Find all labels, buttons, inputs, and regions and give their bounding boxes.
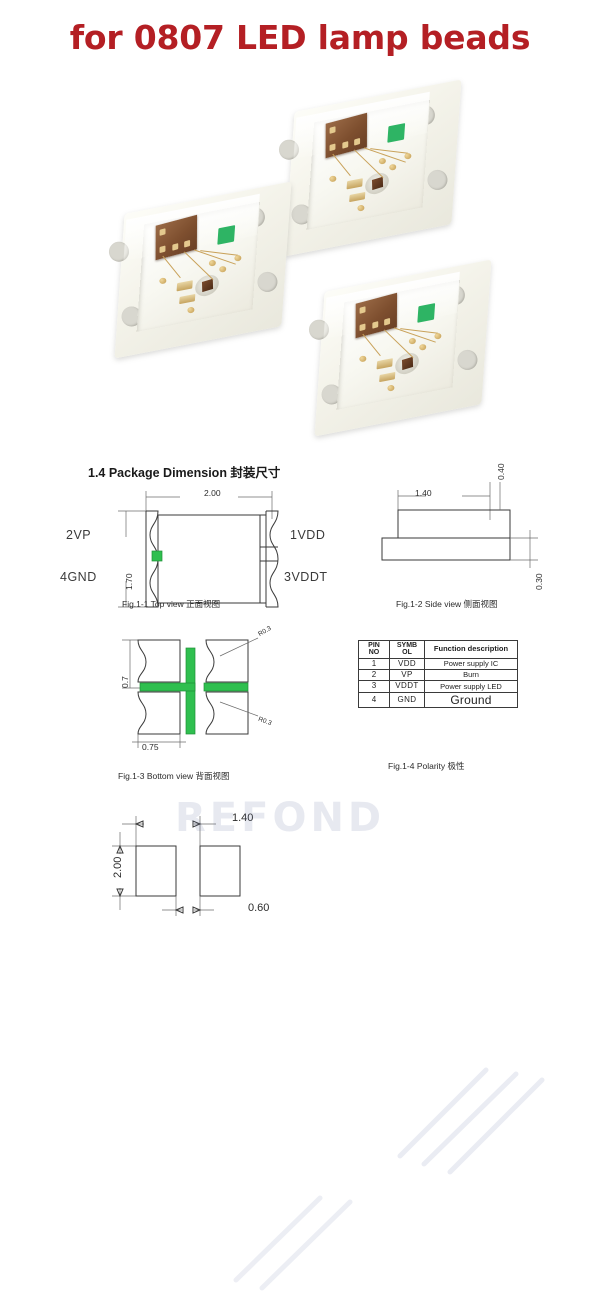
- cell-function: Power supply LED: [424, 680, 518, 693]
- cell-function: Ground: [424, 691, 518, 709]
- watermark-strokes: [233, 1195, 353, 1291]
- cell-symbol: GND: [389, 691, 425, 709]
- package-dimension-section: 1.4 Package Dimension 封装尺寸: [0, 430, 600, 1291]
- product-photo-area: [0, 79, 600, 437]
- fig1-1-top-view-drawing: [118, 491, 279, 608]
- cell-pin: 1: [358, 657, 390, 671]
- fig1-3-caption: Fig.1-3 Bottom view 背面视图: [118, 771, 230, 781]
- page-title-bar: for 0807 LED lamp beads: [0, 18, 600, 57]
- fig1-3-width-dim: 0.75: [142, 742, 159, 752]
- pad-layout-height-dim: 2.00: [112, 856, 124, 878]
- cell-function: Burn: [424, 669, 518, 682]
- cell-pin: 3: [358, 680, 390, 693]
- table-row: 4 GND Ground: [358, 691, 518, 709]
- cell-symbol: VDDT: [389, 680, 425, 693]
- table-header-row: PIN NO SYMB OL Function description: [358, 640, 518, 659]
- polarity-table: PIN NO SYMB OL Function description 1 VD…: [358, 640, 518, 709]
- fig1-1-height-dim: 1.70: [124, 573, 134, 590]
- fig1-1-caption: Fig.1-1 Top view 正面视图: [122, 599, 221, 609]
- watermark-strokes: [397, 1067, 545, 1175]
- fig1-1-pin-4gnd: 4GND: [60, 570, 97, 584]
- led-green-polarity-mark: [217, 225, 236, 245]
- cell-function: Power supply IC: [424, 657, 518, 671]
- fig1-1-width-dim: 2.00: [204, 488, 221, 498]
- cell-pin: 4: [358, 691, 390, 709]
- col-header-symbol: SYMB OL: [389, 640, 425, 659]
- led-bead-2: [106, 181, 300, 359]
- table-row: 1 VDD Power supply IC: [358, 657, 518, 671]
- table-row: 2 VP Burn: [358, 669, 518, 682]
- fig1-2-side-view-drawing: [381, 482, 538, 568]
- fig1-1-pin-2vp: 2VP: [66, 528, 92, 542]
- fig1-2-width-dim: 1.40: [415, 488, 432, 498]
- page-root: for 0807 LED lamp beads: [0, 18, 600, 1291]
- cell-pin: 2: [358, 669, 390, 682]
- col-header-pin-no: PIN NO: [358, 640, 390, 659]
- cell-symbol: VDD: [389, 657, 425, 671]
- led-green-polarity-mark: [387, 123, 406, 143]
- col-header-function: Function description: [424, 640, 518, 659]
- fig1-4-caption: Fig.1-4 Polarity 极性: [388, 761, 465, 771]
- fig1-1-pin-3vddt: 3VDDT: [284, 570, 328, 584]
- section-heading: 1.4 Package Dimension 封装尺寸: [88, 466, 281, 480]
- fig1-2-bottom-dim: 0.30: [534, 573, 544, 590]
- pad-layout-width-dim: 1.40: [232, 812, 254, 824]
- led-green-polarity-mark: [417, 303, 436, 323]
- page-title: for 0807 LED lamp beads: [69, 18, 531, 57]
- fig1-3-bottom-view-drawing: [122, 637, 259, 748]
- cell-symbol: VP: [389, 669, 425, 682]
- fig1-1-pin-1vdd: 1VDD: [290, 528, 326, 542]
- table-row: 3 VDDT Power supply LED: [358, 680, 518, 693]
- led-bead-1: [276, 79, 470, 257]
- led-bead-3: [306, 259, 500, 437]
- pad-layout-drawing: [112, 816, 241, 916]
- fig1-3-height-dim: 0.7: [120, 676, 130, 688]
- pad-layout-gap-dim: 0.60: [248, 902, 270, 914]
- fig1-2-top-dim: 0.40: [496, 463, 506, 480]
- fig1-2-caption: Fig.1-2 Side view 侧面视图: [396, 599, 498, 609]
